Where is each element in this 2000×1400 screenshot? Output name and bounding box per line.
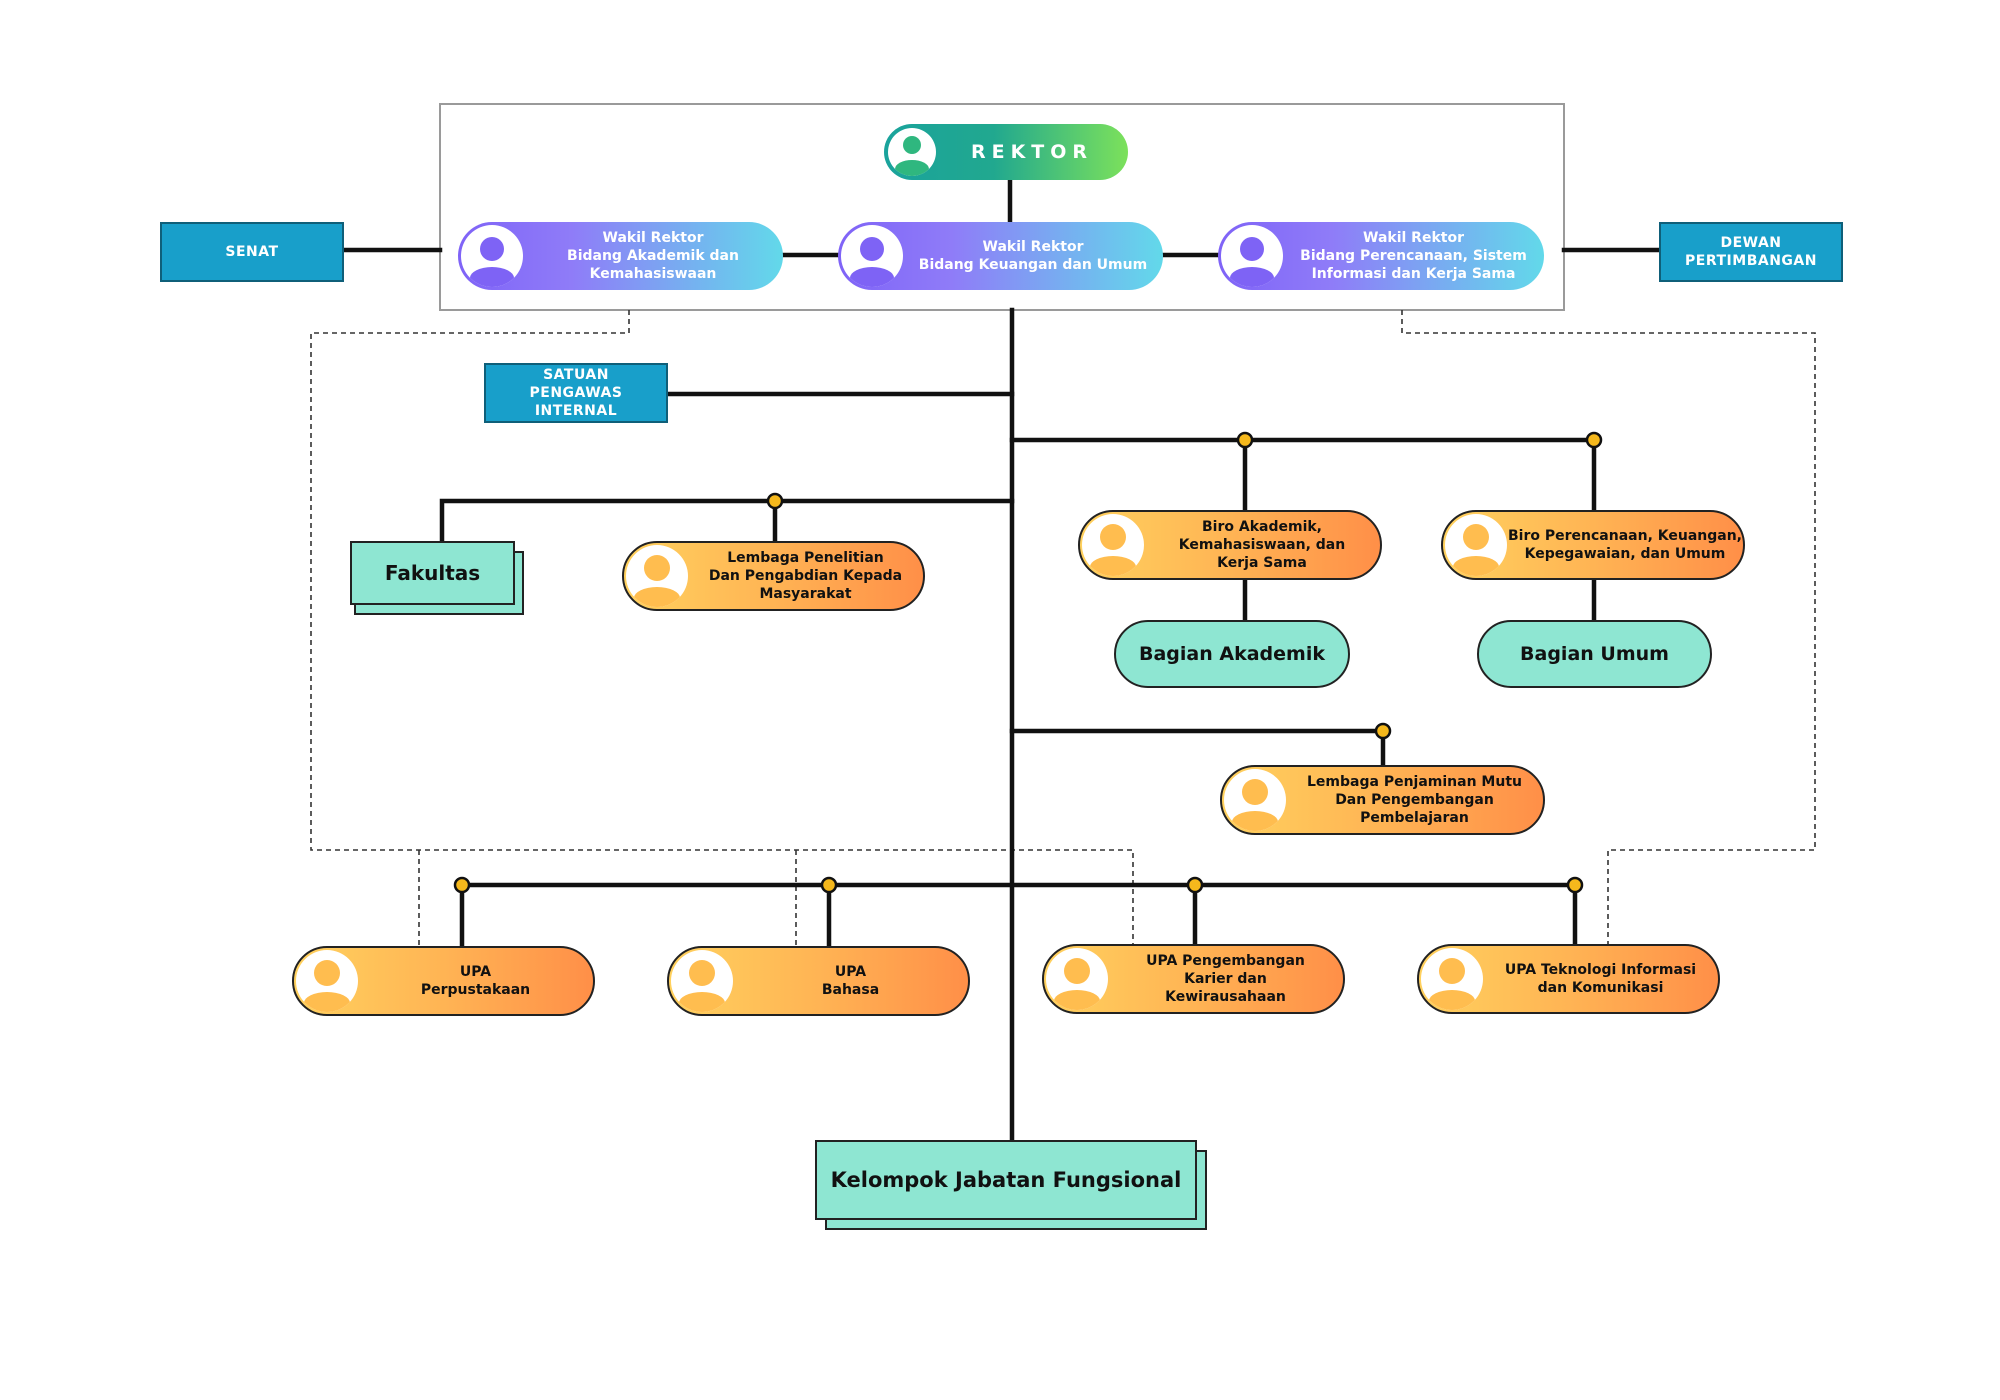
person-icon (461, 225, 523, 287)
upa-bahasa-node: UPA Bahasa (667, 946, 970, 1016)
solid-connectors (340, 177, 1662, 1143)
lpmpp-label: Lembaga Penjaminan Mutu Dan Pengembangan… (1307, 774, 1522, 826)
wakil-rektor-perencanaan-label: Wakil Rektor Bidang Perencanaan, Sistem … (1300, 230, 1527, 282)
biro-perencanaan-node: Biro Perencanaan, Keuangan, Kepegawaian,… (1441, 510, 1745, 580)
wakil-rektor-perencanaan-node: Wakil Rektor Bidang Perencanaan, Sistem … (1218, 222, 1544, 290)
wakil-rektor-akademik-node: Wakil Rektor Bidang Akademik dan Kemahas… (458, 222, 783, 290)
wakil-rektor-keuangan-label: Wakil Rektor Bidang Keuangan dan Umum (918, 239, 1148, 273)
dewan-pertimbangan-label: DEWAN PERTIMBANGAN (1685, 235, 1817, 269)
biro-akademik-node: Biro Akademik, Kemahasiswaan, dan Kerja … (1078, 510, 1382, 580)
person-icon (626, 545, 688, 607)
dashed-groupings (310, 310, 1816, 945)
lppm-node: Lembaga Penelitian Dan Pengabdian Kepada… (622, 541, 925, 611)
dewan-pertimbangan-node: DEWAN PERTIMBANGAN (1659, 222, 1843, 282)
fakultas-node: Fakultas (350, 541, 515, 605)
person-icon (671, 950, 733, 1012)
satuan-pengawas-internal-node: SATUAN PENGAWAS INTERNAL (484, 363, 668, 423)
person-icon (1445, 514, 1507, 576)
satuan-pengawas-internal-label: SATUAN PENGAWAS INTERNAL (529, 367, 623, 419)
upa-perpustakaan-node: UPA Perpustakaan (292, 946, 595, 1016)
kjf-label: Kelompok Jabatan Fungsional (830, 1168, 1182, 1192)
leadership-frame (439, 103, 1565, 311)
person-icon (1221, 225, 1283, 287)
person-icon (1224, 769, 1286, 831)
rektor-node: REKTOR (884, 124, 1128, 180)
person-icon (296, 950, 358, 1012)
junction-dots (453, 431, 1603, 894)
bagian-akademik-label: Bagian Akademik (1139, 643, 1325, 665)
person-icon (1421, 948, 1483, 1010)
upa-karier-label: UPA Pengembangan Karier dan Kewirausahaa… (1146, 953, 1305, 1005)
lpmpp-node: Lembaga Penjaminan Mutu Dan Pengembangan… (1220, 765, 1545, 835)
bagian-umum-label: Bagian Umum (1520, 643, 1669, 665)
biro-perencanaan-label: Biro Perencanaan, Keuangan, Kepegawaian,… (1508, 528, 1742, 562)
rektor-label: REKTOR (970, 141, 1094, 163)
upa-tik-node: UPA Teknologi Informasi dan Komunikasi (1417, 944, 1720, 1014)
bagian-umum-node: Bagian Umum (1477, 620, 1712, 688)
upa-perpustakaan-label: UPA Perpustakaan (420, 964, 531, 998)
person-icon (841, 225, 903, 287)
wakil-rektor-akademik-label: Wakil Rektor Bidang Akademik dan Kemahas… (567, 230, 739, 282)
upa-tik-label: UPA Teknologi Informasi dan Komunikasi (1504, 962, 1697, 996)
person-icon (1082, 514, 1144, 576)
upa-bahasa-label: UPA Bahasa (821, 964, 880, 998)
fakultas-label: Fakultas (384, 561, 481, 585)
lppm-label: Lembaga Penelitian Dan Pengabdian Kepada… (708, 550, 903, 602)
senat-label: SENAT (225, 244, 279, 260)
bagian-akademik-node: Bagian Akademik (1114, 620, 1350, 688)
upa-karier-node: UPA Pengembangan Karier dan Kewirausahaa… (1042, 944, 1345, 1014)
biro-akademik-label: Biro Akademik, Kemahasiswaan, dan Kerja … (1178, 519, 1346, 571)
wakil-rektor-keuangan-node: Wakil Rektor Bidang Keuangan dan Umum (838, 222, 1163, 290)
senat-node: SENAT (160, 222, 344, 282)
kjf-node: Kelompok Jabatan Fungsional (815, 1140, 1197, 1220)
person-icon (1046, 948, 1108, 1010)
person-icon (888, 128, 936, 176)
